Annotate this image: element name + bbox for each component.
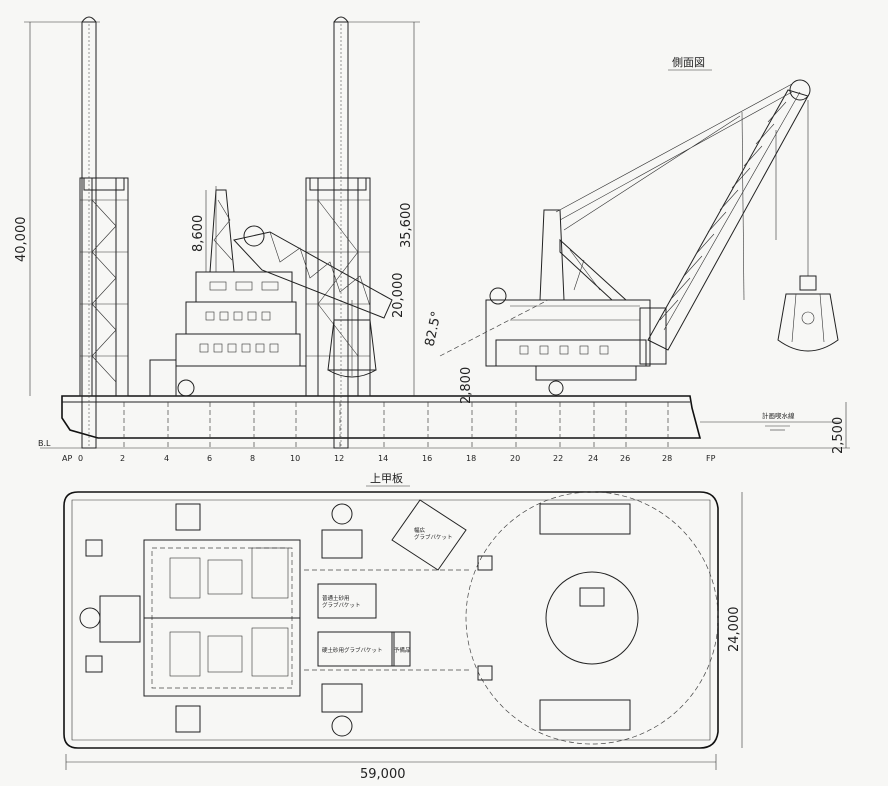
dimension-lines: 40,000 35,600 8,600 20,000 2,800 2,500 xyxy=(14,21,847,454)
dim-spud-height: 35,600 xyxy=(399,203,414,249)
forward-spud xyxy=(333,16,349,449)
dim-crane-height: 8,600 xyxy=(191,215,206,252)
spare-label: 予備品 xyxy=(394,646,411,654)
hull-plan xyxy=(63,491,719,749)
fp-label: FP xyxy=(706,454,716,463)
draft-line-label: 計画喫水線 xyxy=(762,411,795,420)
center-grab-bucket xyxy=(327,300,377,378)
spud-wells xyxy=(321,503,363,737)
deckhouse-plan xyxy=(143,539,301,697)
frame-tick: 20 xyxy=(510,454,520,463)
dim-total-height: 40,000 xyxy=(14,217,29,263)
grab-storage: 幅広グラブバケット 普通土砂用グラブバケット 硬土砂用グラブバケット 予備品 xyxy=(317,499,467,667)
frame-tick: 28 xyxy=(662,454,672,463)
side-view: 側面図 B.L AP 0 2 4 6 xyxy=(14,16,850,463)
forward-spud-tower xyxy=(305,177,371,397)
dim-depth: 2,500 xyxy=(831,417,846,454)
frame-tick: 6 xyxy=(207,454,212,463)
dim-draft-mark: 2,800 xyxy=(459,367,474,404)
main-crane-house xyxy=(485,209,667,396)
dim-boom-height: 20,000 xyxy=(391,273,406,319)
frame-tick: 0 xyxy=(78,454,83,463)
frame-tick: 24 xyxy=(588,454,598,463)
a-frame-crane xyxy=(209,186,393,319)
side-view-title: 側面図 xyxy=(672,56,705,69)
angle-dim: 82.5° xyxy=(423,310,445,348)
ap-label: AP xyxy=(62,454,72,463)
frame-tick: 14 xyxy=(378,454,388,463)
bl-label: B.L xyxy=(38,439,51,448)
frame-lines xyxy=(81,402,669,448)
aft-winches xyxy=(79,503,201,733)
grab-normal-label: 普通土砂用グラブバケット xyxy=(322,594,361,609)
grab-large-label: 幅広グラブバケット xyxy=(414,526,453,541)
main-grab-bucket xyxy=(777,100,839,352)
frame-tick: 10 xyxy=(290,454,300,463)
frame-tick: 22 xyxy=(553,454,563,463)
main-crane-boom xyxy=(555,79,811,351)
frame-tick: 8 xyxy=(250,454,255,463)
hull-side xyxy=(61,395,702,439)
accommodation xyxy=(149,271,307,397)
aft-spud xyxy=(81,16,97,449)
aft-spud-tower xyxy=(79,177,129,397)
frame-tick: 4 xyxy=(164,454,169,463)
frame-tick: 16 xyxy=(422,454,432,463)
dim-length: 59,000 xyxy=(360,767,406,782)
frame-tick: 12 xyxy=(334,454,344,463)
dim-beam: 24,000 xyxy=(727,607,742,653)
frame-tick: 2 xyxy=(120,454,125,463)
plan-view: 上甲板 xyxy=(63,471,743,782)
frame-tick: 26 xyxy=(620,454,630,463)
frame-tick: 18 xyxy=(466,454,476,463)
slewing-ring xyxy=(465,491,719,745)
upper-deck-title: 上甲板 xyxy=(370,471,403,485)
grab-hard-label: 硬土砂用グラブバケット xyxy=(322,646,383,654)
